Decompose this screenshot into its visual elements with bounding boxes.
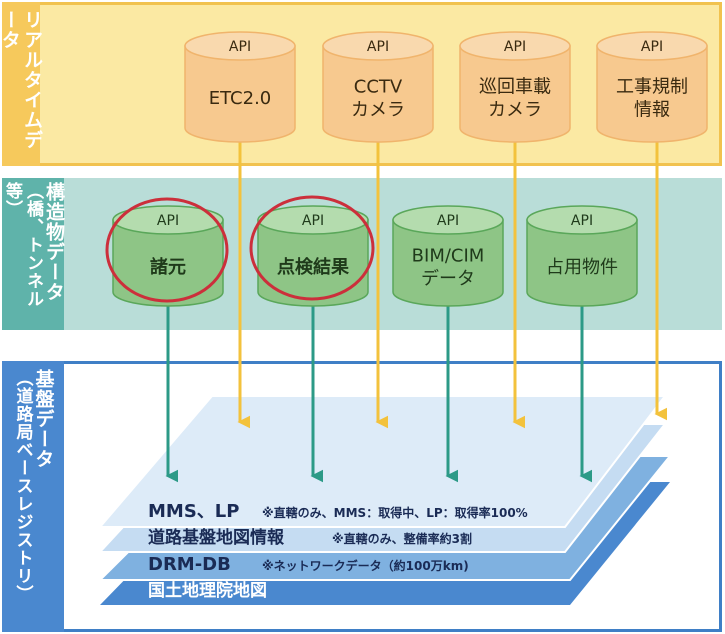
cylinder-body [322, 45, 434, 143]
api-label: API [367, 39, 389, 55]
cylinder-etc20: API ETC2.0 [184, 31, 296, 143]
api-label: API [437, 213, 459, 229]
base-layer-labels: MMS、LP ※直轄のみ、MMS：取得中、LP：取得率100% 道路基盤地図情報… [148, 501, 528, 601]
arrow-group [165, 128, 668, 483]
base-tab: （道路局ベースレジストリ） 基盤データ [2, 361, 64, 632]
cylinder-label-line: BIM/CIM [412, 246, 485, 267]
layer-note-road-base-map: ※直轄のみ、整備率約3割 [332, 531, 472, 546]
cylinder-body [257, 219, 369, 307]
cylinder-specs: API 諸元 [112, 205, 224, 307]
highlight-circle-inspection [249, 195, 375, 301]
cylinder-label-line: カメラ [488, 100, 542, 121]
cylinder-label-line: ETC2.0 [209, 88, 272, 109]
layer-note-drm-db: ※ネットワークデータ（約100万km) [262, 558, 469, 573]
base-sublabel: （道路局ベースレジストリ） [12, 369, 33, 603]
cylinder-label-line: 巡回車載 [479, 77, 551, 98]
structure-label: 構造物データ [43, 182, 65, 302]
layer-name-mms: MMS、LP [148, 501, 239, 522]
cylinder-label-line: カメラ [351, 100, 405, 121]
api-label: API [571, 213, 593, 229]
cylinder-top [526, 205, 638, 235]
base-layer-stack [97, 395, 673, 605]
cylinder-label-line: 点検結果 [277, 256, 350, 278]
cylinder-top [392, 205, 504, 235]
cylinder-body [459, 45, 571, 143]
cylinder-body [184, 45, 296, 143]
cylinder-top [322, 31, 434, 61]
cylinder-top [459, 31, 571, 61]
cylinder-label-line: データ [421, 269, 475, 290]
layer-note-mms: ※直轄のみ、MMS：取得中、LP：取得率100% [262, 505, 528, 520]
cylinder-label-line: 諸元 [150, 256, 186, 278]
cylinder-body [526, 219, 638, 307]
cylinder-body [596, 45, 708, 143]
cylinder-inspection-results: API 点検結果 [257, 205, 369, 307]
structure-tab: （橋、トンネル等） 構造物データ [2, 178, 65, 330]
highlight-circle-specs [105, 197, 229, 303]
cylinder-label-line: 工事規制 [616, 77, 688, 98]
api-label: API [302, 213, 324, 229]
cylinder-label-line: 情報 [634, 100, 670, 121]
cylinder-label-line: 占用物件 [546, 257, 618, 278]
api-label: API [157, 213, 179, 229]
cylinder-top [257, 205, 369, 235]
api-label: API [229, 39, 251, 55]
cylinder-top [112, 205, 224, 235]
cylinder-top [596, 31, 708, 61]
cylinder-body [112, 219, 224, 307]
cylinder-label-line: CCTV [354, 77, 403, 98]
layer-name-drm-db: DRM-DB [148, 554, 231, 575]
api-label: API [641, 39, 663, 55]
realtime-tab: リアルタイムデータ [0, 2, 43, 166]
cylinder-body [392, 219, 504, 307]
base-label: 基盤データ [32, 369, 55, 469]
layer-name-gsi-map: 国土地理院地図 [148, 580, 267, 601]
structure-sublabel: （橋、トンネル等） [2, 182, 43, 308]
realtime-label: リアルタイムデータ [0, 10, 43, 150]
api-label: API [504, 39, 526, 55]
layer-name-road-base-map: 道路基盤地図情報 [148, 527, 285, 548]
cylinder-occupancy: API 占用物件 [526, 205, 638, 307]
cylinder-top [184, 31, 296, 61]
